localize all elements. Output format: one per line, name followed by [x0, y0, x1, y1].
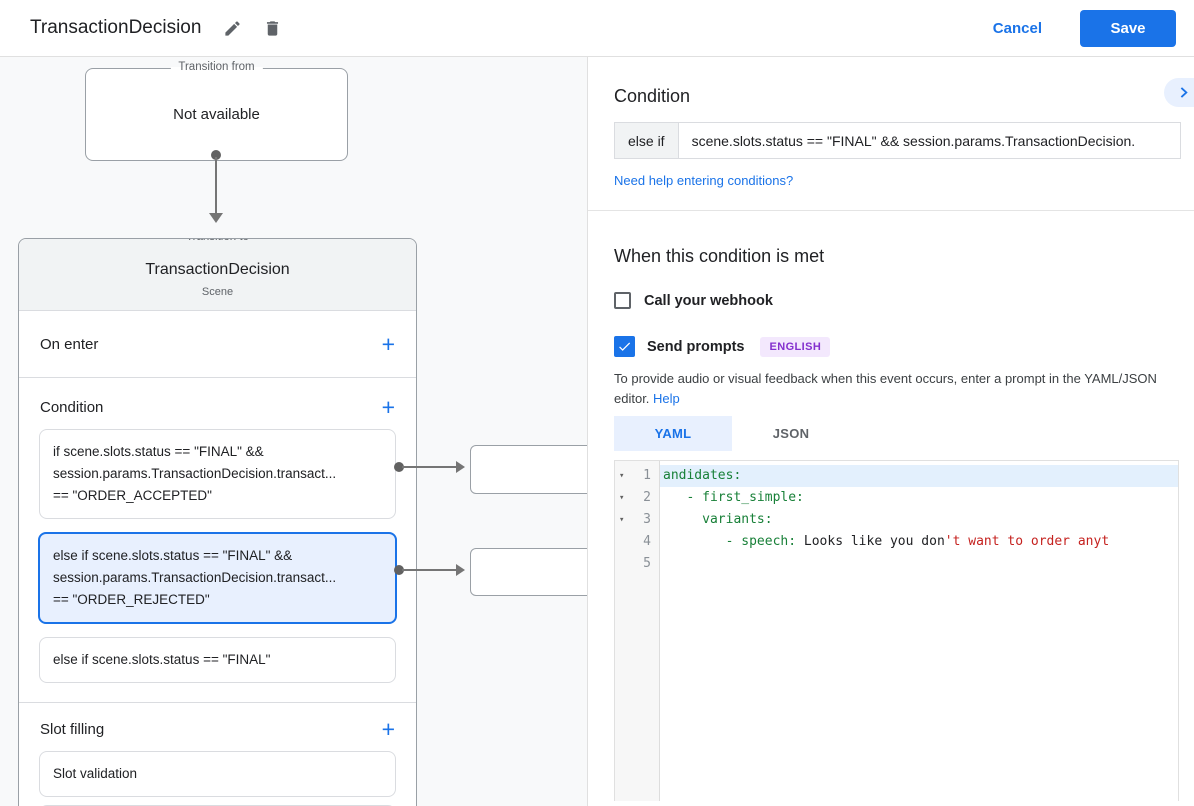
- connector-line: [215, 157, 217, 213]
- condition-operator-label: else if: [614, 122, 679, 159]
- when-condition-title: When this condition is met: [614, 246, 825, 266]
- collapse-panel-button[interactable]: [1164, 78, 1194, 107]
- slot-filling-label: Slot filling: [40, 720, 105, 738]
- code-line[interactable]: variants:: [663, 512, 773, 527]
- code-line[interactable]: - first_simple:: [663, 490, 804, 505]
- prompts-description: To provide audio or visual feedback when…: [614, 371, 1157, 406]
- slot-cards: Slot validation: [19, 751, 416, 797]
- webhook-checkbox[interactable]: [614, 292, 631, 309]
- transition-target-box[interactable]: [470, 548, 587, 596]
- language-badge: ENGLISH: [760, 336, 831, 357]
- add-on-enter-button[interactable]: +: [381, 331, 395, 357]
- on-enter-label: On enter: [40, 335, 99, 353]
- editor-tabs: YAML JSON: [614, 416, 1181, 451]
- help-link[interactable]: Help: [653, 391, 680, 406]
- connector-line: [402, 569, 456, 571]
- line-number: 2: [643, 490, 651, 505]
- condition-editor-panel: Condition else if scene.slots.status == …: [587, 57, 1194, 806]
- gutter-line: ▾1: [615, 465, 659, 487]
- connector-dot: [394, 565, 404, 575]
- line-number: 5: [643, 556, 651, 571]
- add-slot-button[interactable]: +: [381, 716, 395, 742]
- condition-section-label: Condition: [40, 398, 104, 416]
- transition-to-box: Transition to TransactionDecision Scene …: [18, 238, 417, 806]
- line-number: 4: [643, 534, 651, 549]
- gutter-line: 4: [615, 531, 659, 553]
- cancel-button[interactable]: Cancel: [992, 19, 1042, 37]
- fold-arrow-icon[interactable]: ▾: [619, 515, 625, 525]
- line-number: 1: [643, 468, 651, 483]
- delete-scene-button[interactable]: [259, 15, 285, 41]
- add-condition-button[interactable]: +: [381, 394, 395, 420]
- connector-line: [402, 466, 456, 468]
- on-enter-section[interactable]: On enter +: [19, 311, 416, 378]
- edit-scene-button[interactable]: [219, 15, 245, 41]
- trash-icon: [266, 20, 278, 36]
- condition-card[interactable]: else if scene.slots.status == "FINAL": [39, 637, 396, 683]
- line-number: 3: [643, 512, 651, 527]
- code-line[interactable]: [660, 553, 1178, 575]
- connector-dot: [211, 150, 221, 160]
- gutter-line: ▾3: [615, 509, 659, 531]
- connector-dot: [394, 462, 404, 472]
- top-bar: TransactionDecision Cancel Save: [0, 0, 1194, 57]
- page-title: TransactionDecision: [30, 17, 202, 38]
- code-line[interactable]: - speech: Looks like you don't want to o…: [663, 534, 1110, 549]
- condition-card[interactable]: else if scene.slots.status == "FINAL" &&…: [38, 532, 397, 624]
- condition-cards: if scene.slots.status == "FINAL" && sess…: [19, 429, 416, 683]
- transition-from-box[interactable]: Transition from Not available: [85, 61, 348, 161]
- tab-yaml[interactable]: YAML: [614, 416, 732, 451]
- webhook-row: Call your webhook: [614, 292, 1181, 309]
- chevron-right-icon: [1180, 87, 1188, 98]
- scene-title: TransactionDecision: [145, 261, 290, 278]
- condition-expression-row: else if scene.slots.status == "FINAL" &&…: [614, 122, 1181, 159]
- gutter-line: ▾2: [615, 487, 659, 509]
- slot-filling-section: Slot filling + Slot validation: [19, 703, 416, 806]
- panel-title: Condition: [614, 86, 691, 106]
- check-icon: [619, 342, 631, 351]
- send-prompts-checkbox[interactable]: [614, 336, 635, 357]
- editor-code[interactable]: andidates: - first_simple: variants: - s…: [660, 461, 1178, 801]
- arrow-right-icon: [456, 461, 465, 473]
- pencil-icon: [225, 20, 240, 36]
- condition-expression-input[interactable]: scene.slots.status == "FINAL" && session…: [678, 122, 1181, 159]
- condition-help-link[interactable]: Need help entering conditions?: [614, 173, 794, 188]
- flow-canvas: Transition from Not available Transition…: [0, 57, 587, 806]
- tab-json[interactable]: JSON: [772, 426, 810, 441]
- transition-from-value: Not available: [173, 106, 260, 123]
- scene-subtitle: Scene: [201, 286, 234, 298]
- transition-target-box[interactable]: [470, 445, 587, 494]
- fold-arrow-icon[interactable]: ▾: [619, 493, 625, 503]
- transition-to-legend: Transition to: [178, 239, 257, 243]
- fold-arrow-icon[interactable]: ▾: [619, 471, 625, 481]
- gutter-line: 5: [615, 553, 659, 575]
- transition-from-legend: Transition from: [170, 61, 263, 73]
- send-prompts-label: Send prompts: [647, 338, 745, 355]
- arrow-down-icon: [209, 213, 223, 223]
- section-divider: [588, 210, 1194, 211]
- code-line[interactable]: andidates:: [660, 465, 1178, 487]
- send-prompts-row: Send prompts ENGLISH: [614, 336, 1181, 357]
- scene-card-header[interactable]: TransactionDecision Scene: [19, 239, 416, 311]
- webhook-label: Call your webhook: [644, 292, 773, 309]
- condition-card[interactable]: if scene.slots.status == "FINAL" && sess…: [39, 429, 396, 519]
- save-button[interactable]: Save: [1080, 9, 1176, 47]
- arrow-right-icon: [456, 564, 465, 576]
- condition-section: Condition + if scene.slots.status == "FI…: [19, 378, 416, 703]
- slot-card[interactable]: Slot validation: [39, 751, 396, 797]
